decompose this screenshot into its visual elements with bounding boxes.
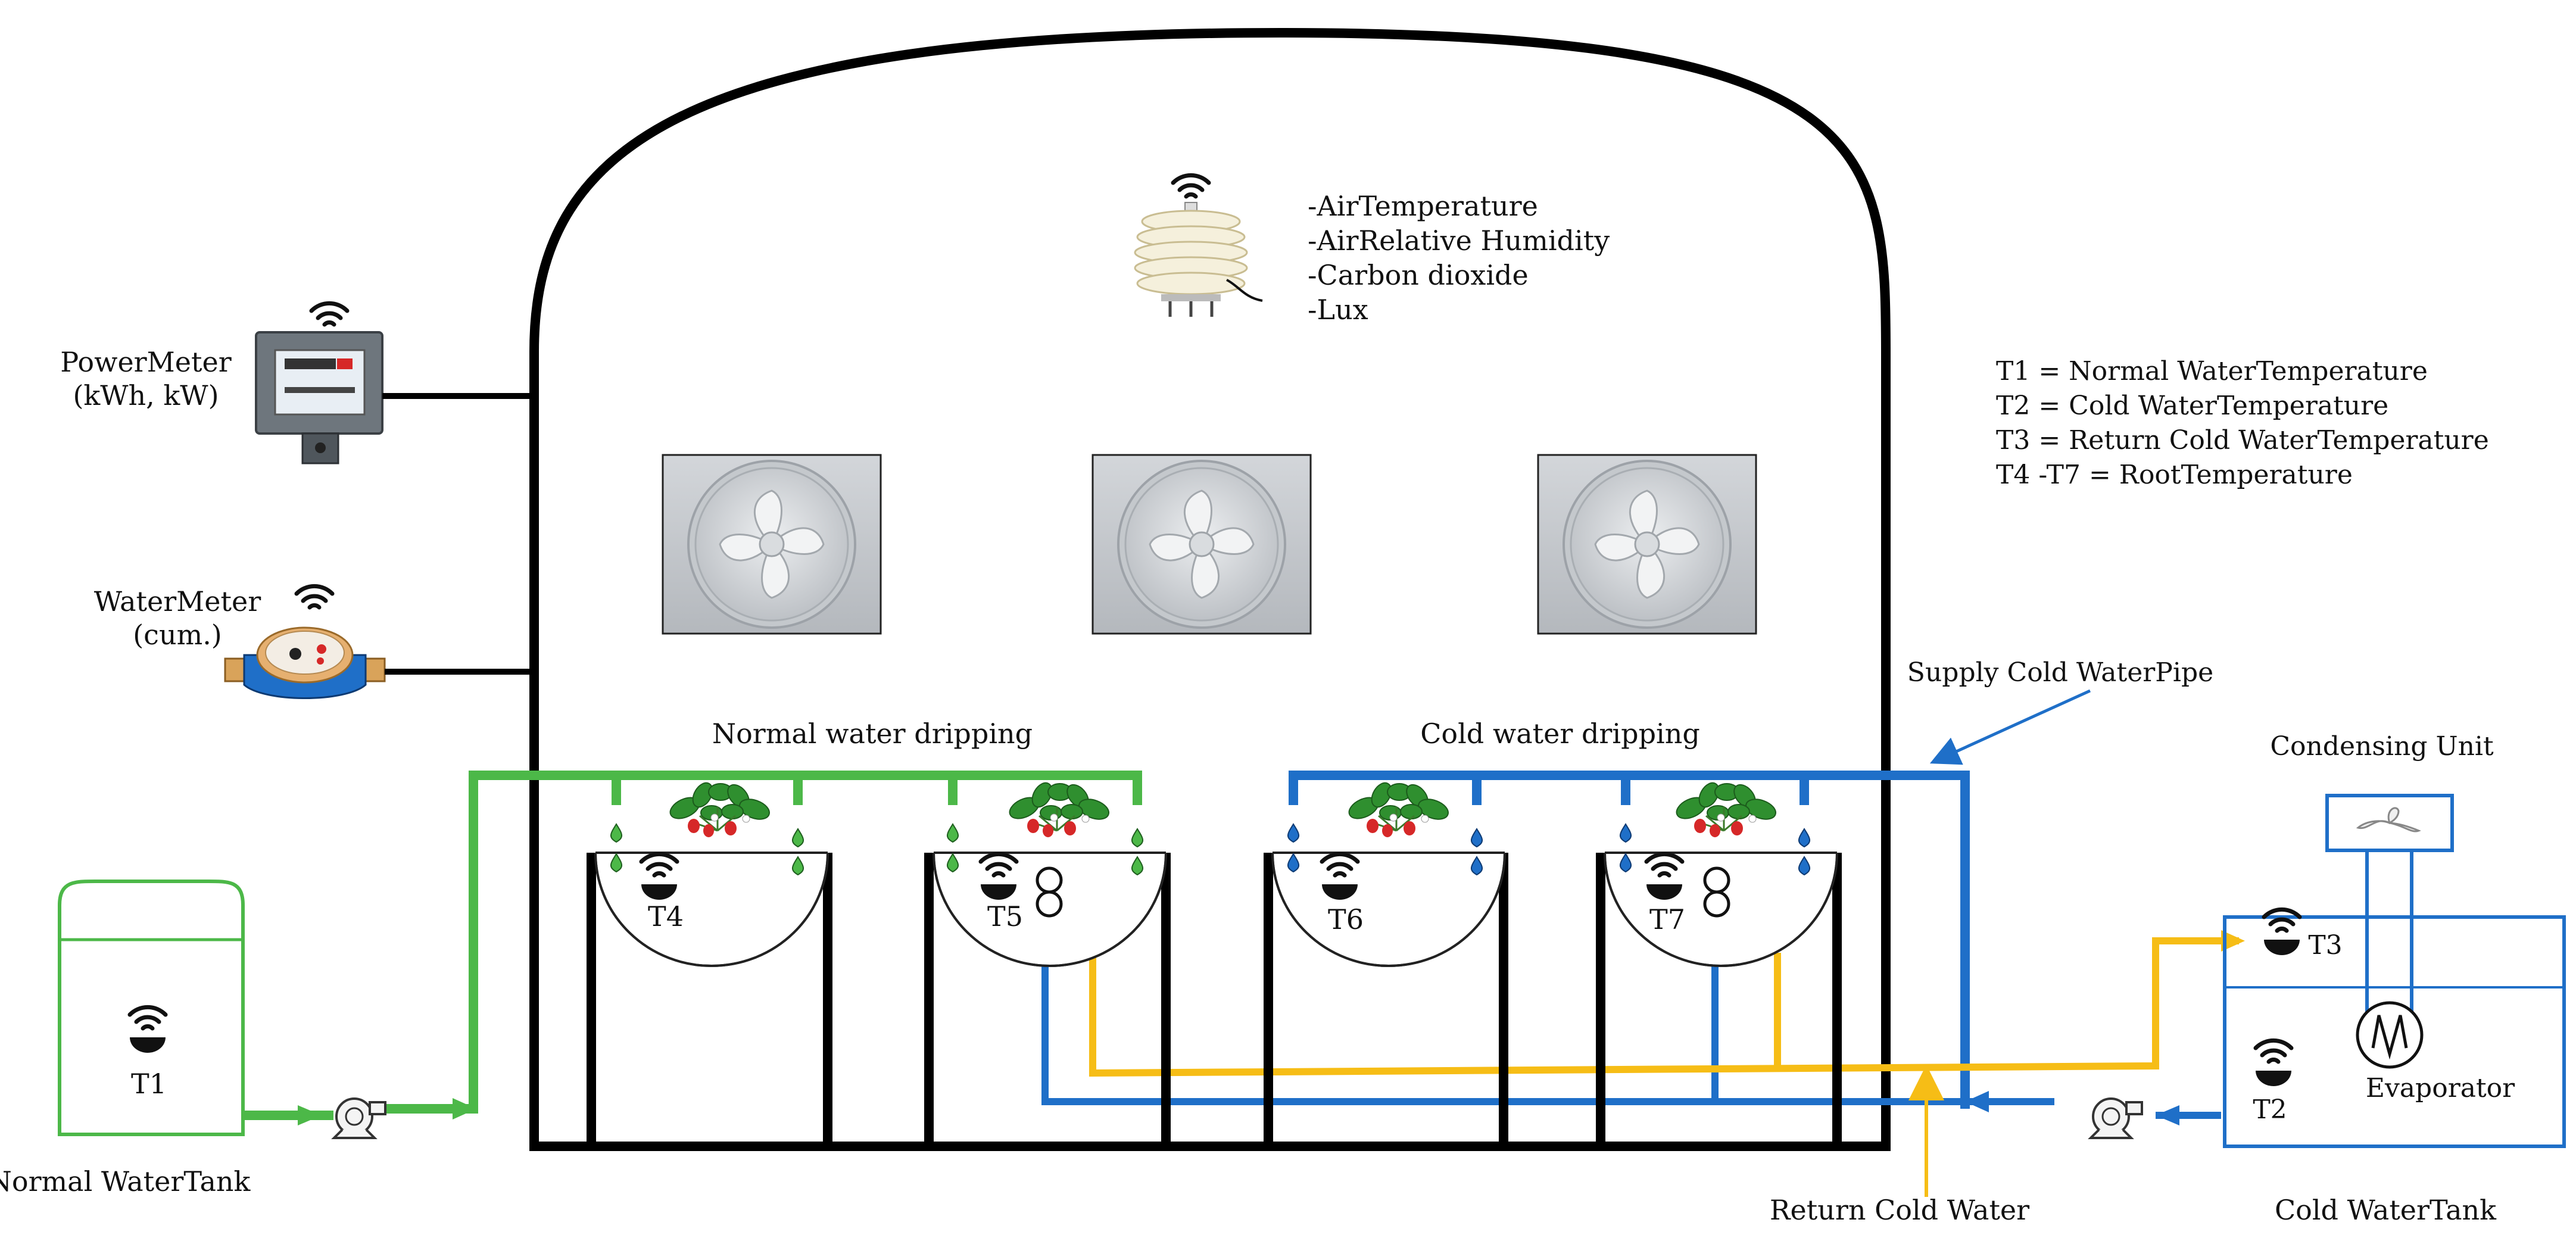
power-meter [255, 303, 383, 464]
evaporator-label: Evaporator [2366, 1073, 2515, 1103]
sensor-t4-label: T4 [648, 900, 684, 933]
sensor-t6-label: T6 [1328, 903, 1364, 935]
greenhouse-outline [529, 27, 1891, 1146]
bed-stands [587, 853, 1842, 1146]
normal-flow-arrow [453, 1098, 476, 1119]
air-sensor-list: -AirTemperature -AirRelative Humidity -C… [1308, 190, 1610, 326]
condensing-unit [2325, 794, 2454, 852]
normal-flow-arrow [298, 1105, 322, 1125]
legend-line: T4 -T7 = RootTemperature [1996, 460, 2353, 490]
legend-line: T3 = Return Cold WaterTemperature [1996, 425, 2489, 456]
pump-icon [333, 1097, 386, 1139]
air-sensor-item: -Lux [1308, 294, 1368, 326]
supply-pipe-label: Supply Cold WaterPipe [1907, 657, 2213, 688]
growing-bed [1271, 852, 1506, 967]
sensor-t3-label: T3 [2308, 930, 2342, 961]
normal-water-tank [58, 880, 245, 1136]
cold-dripping-label: Cold water dripping [1420, 718, 1700, 750]
cooling-coil [1036, 866, 1730, 918]
pump-icon [2090, 1097, 2143, 1139]
refrigerant-lines [2365, 850, 2413, 1030]
cold-flow-arrow [2156, 1105, 2179, 1125]
air-sensor-item: -AirRelative Humidity [1308, 224, 1610, 257]
return-water-pipe [1089, 937, 2239, 1077]
water-meter-label: WaterMeter [94, 585, 261, 618]
cold-water-tank [2223, 909, 2566, 1148]
condensing-unit-label: Condensing Unit [2270, 731, 2494, 762]
return-cold-water-label: Return Cold Water [1770, 1194, 2029, 1226]
sensor-t1-label: T1 [131, 1068, 167, 1100]
air-sensor-item: -Carbon dioxide [1308, 259, 1529, 291]
wifi-icon [297, 586, 332, 607]
sensor-t5-label: T5 [987, 900, 1023, 933]
air-sensor [1134, 175, 1263, 317]
return-flow-arrow [2221, 930, 2245, 952]
normal-tank-label: Normal WaterTank [0, 1165, 251, 1198]
air-sensor-item: -AirTemperature [1308, 190, 1538, 222]
cold-tank-label: Cold WaterTank [2275, 1194, 2497, 1226]
strawberry-plant-icon [1005, 778, 1113, 838]
wifi-icon [311, 303, 347, 325]
fan-icon [1537, 454, 1757, 635]
legend-line: T1 = Normal WaterTemperature [1996, 356, 2428, 386]
sensor-t2-label: T2 [2253, 1094, 2287, 1125]
power-meter-unit: (kWh, kW) [73, 379, 219, 411]
cold-sensor-icon [2256, 1040, 2291, 1086]
legend-line: T2 = Cold WaterTemperature [1996, 391, 2388, 421]
return-blue-pipe [1041, 905, 2221, 1119]
cold-water-pipe [1289, 771, 1970, 1109]
sensor-t7-label: T7 [1649, 903, 1685, 935]
power-meter-label: PowerMeter [60, 346, 231, 378]
water-meter [224, 586, 386, 699]
legend: T1 = Normal WaterTemperature T2 = Cold W… [1996, 356, 2489, 490]
strawberry-plant-icon [666, 778, 774, 838]
fan-icon [662, 454, 882, 635]
cold-flow-arrow [1965, 1091, 1989, 1112]
fan-icon [1091, 454, 1312, 635]
supply-pipe-pointer [1929, 689, 2091, 765]
strawberry-plant-icon [1345, 778, 1452, 838]
wifi-icon [1173, 175, 1209, 197]
strawberry-plant-icon [1672, 778, 1780, 838]
normal-dripping-label: Normal water dripping [712, 718, 1033, 750]
water-meter-unit: (cum.) [133, 619, 222, 651]
